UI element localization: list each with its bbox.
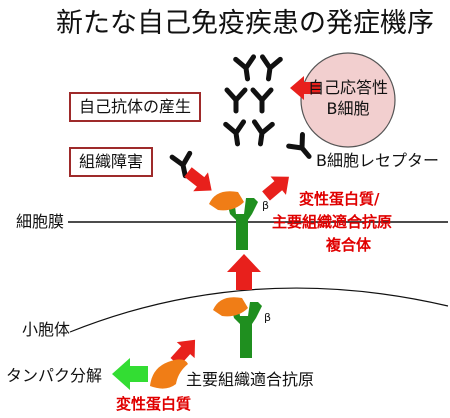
mhc-label: 主要組織適合抗原 (186, 370, 315, 389)
antibody-icon (260, 57, 281, 80)
page-title: 新たな自己免疫疾患の発症機序 (56, 8, 434, 39)
complex-label-line1: 変性蛋白質/ (299, 190, 380, 208)
antibody-icon (226, 122, 247, 145)
complex-label-line3: 複合体 (326, 236, 372, 254)
misfolded-protein-shape (150, 359, 188, 389)
protein-degradation-label: タンパク分解 (6, 366, 103, 385)
b-cell-label-line2: B細胞 (326, 99, 370, 118)
er-label: 小胞体 (22, 320, 71, 339)
arrow-up-icon (227, 254, 261, 290)
antibody-icon (252, 122, 273, 145)
b-cell-receptor-icon (289, 135, 316, 163)
arrow-up-right-icon (170, 339, 196, 367)
autoantibody-box: 自己抗体の産生 (69, 92, 202, 122)
tissue-damage-box: 組織障害 (69, 147, 154, 177)
misfolded-protein-label: 変性蛋白質 (116, 395, 192, 413)
er-membrane-curve (69, 287, 449, 333)
cell-membrane-label: 細胞膜 (16, 212, 65, 231)
arrow-left-green-icon (112, 358, 148, 390)
antibody-icon (227, 90, 245, 111)
antibody-icon (236, 57, 257, 80)
mhc-complex-lower (213, 297, 262, 358)
b-cell-receptor-label: B細胞レセプター (316, 151, 439, 170)
beta-lower-label: β (264, 311, 272, 324)
antibody-icon (253, 90, 271, 111)
b-cell (300, 52, 396, 148)
tissue-damage-label: 組織障害 (79, 152, 144, 171)
arrow-left-icon (290, 76, 320, 100)
beta-upper-label: β (262, 199, 270, 212)
mhc-complex-upper (209, 191, 258, 250)
b-cell-label: 自己応答性 B細胞 (302, 77, 394, 119)
b-cell-label-line1: 自己応答性 (307, 78, 388, 97)
arrow-down-right-icon (184, 167, 212, 192)
arrow-up-right-icon (262, 176, 289, 201)
autoantibody-label: 自己抗体の産生 (79, 97, 192, 116)
complex-label-line2: 主要組織適合抗原 (272, 213, 393, 231)
